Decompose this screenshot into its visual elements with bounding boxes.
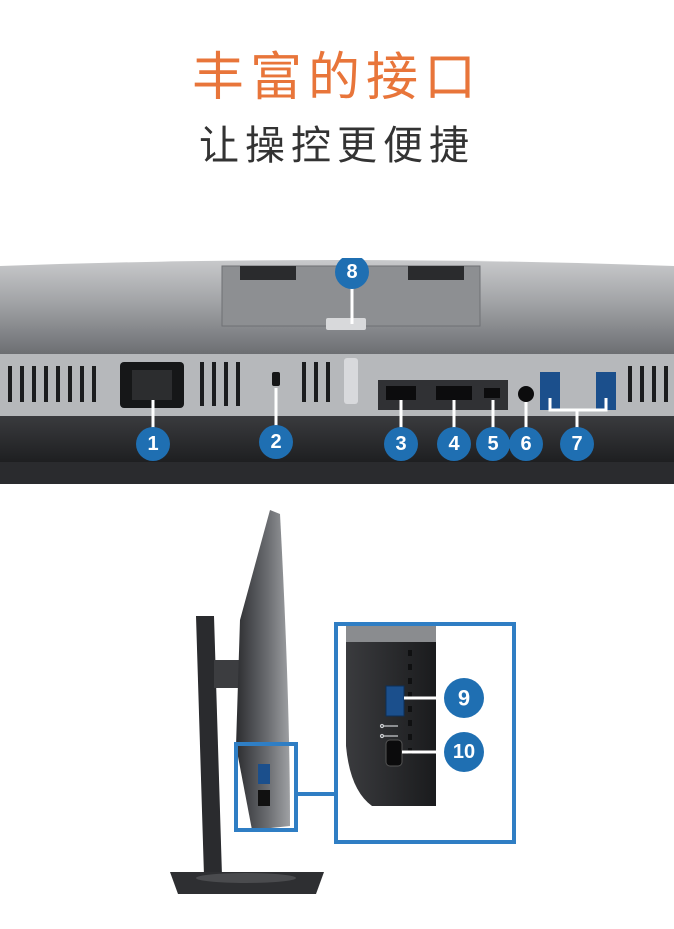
callout-7-label: 7 — [571, 433, 582, 455]
callout-7 — [560, 427, 594, 461]
callout-9-label: 9 — [458, 686, 470, 711]
page-subtitle: 让操控更便捷 — [199, 123, 475, 169]
usb-icon — [379, 733, 398, 739]
callout-1-label: 1 — [147, 433, 158, 455]
usb-icon — [379, 723, 398, 729]
callout-8-label: 8 — [346, 261, 357, 283]
callout-8 — [335, 258, 369, 289]
callout-3-label: 3 — [395, 433, 406, 455]
callout-5 — [476, 427, 510, 461]
callout-4-label: 4 — [448, 433, 460, 455]
side-view-photo: 9 10 — [170, 510, 516, 894]
page-title: 丰富的接口 — [191, 48, 482, 108]
callout-9 — [444, 678, 484, 718]
callout-6-label: 6 — [520, 433, 531, 455]
callout-5-label: 5 — [487, 433, 498, 455]
callout-10-label: 10 — [453, 741, 475, 763]
callout-4 — [437, 427, 471, 461]
callout-1 — [136, 427, 170, 461]
callout-10 — [444, 732, 484, 772]
callout-2 — [259, 425, 293, 459]
callout-3 — [384, 427, 418, 461]
callout-6 — [509, 427, 543, 461]
rear-callouts: 8 1 2 3 4 5 6 7 — [136, 258, 594, 461]
callout-2-label: 2 — [270, 431, 281, 453]
